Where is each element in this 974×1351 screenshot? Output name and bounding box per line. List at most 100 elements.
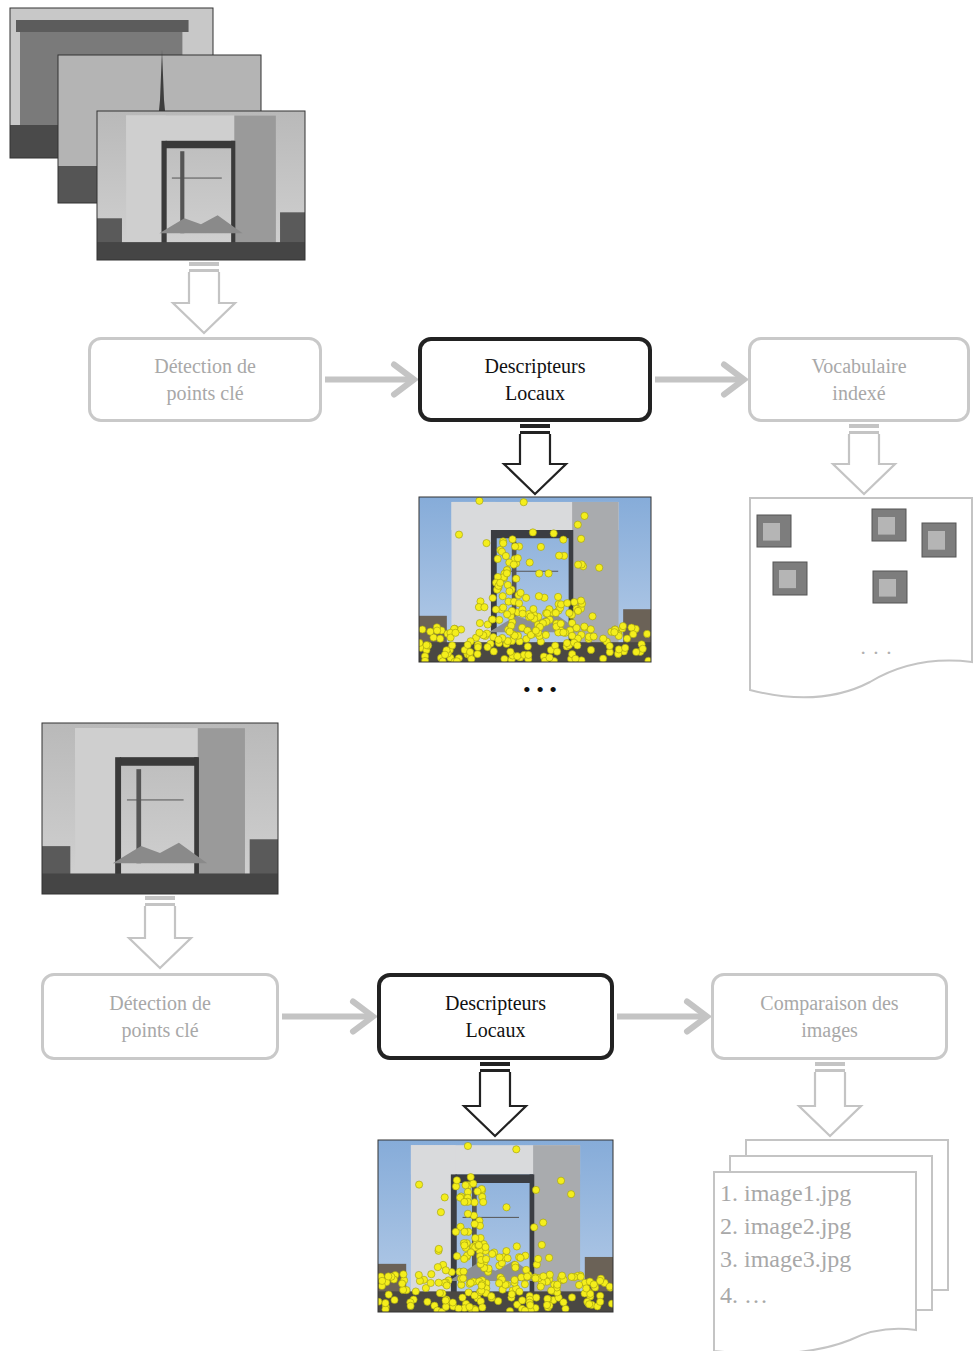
keypoint-dot [422, 657, 429, 662]
photo-content [42, 723, 278, 894]
keypoint-dot [611, 629, 618, 636]
connector-line [282, 1014, 373, 1020]
keypoint-dot [504, 1255, 511, 1262]
keypoint-dot [460, 1275, 467, 1282]
keypoint-dot [504, 611, 511, 618]
keypoint-dot [471, 1220, 478, 1227]
keypoint-dot [468, 656, 475, 663]
arrow-bar [849, 424, 879, 428]
keypoint-dot [519, 1297, 526, 1304]
keypoint-dot [526, 559, 533, 566]
keypoint-dot [521, 1281, 528, 1288]
keypoint-dot [496, 1254, 503, 1261]
keypoint-dot [633, 648, 640, 655]
keypoint-dot [524, 1273, 531, 1280]
keypoint-dot [489, 594, 496, 601]
keypoint-dot [427, 628, 434, 635]
keypoint-dot [590, 633, 597, 640]
patch-detail [878, 517, 895, 535]
keypoint-dot [482, 1244, 489, 1251]
keypoint-dot [489, 1250, 496, 1257]
keypoint-dot [552, 609, 559, 616]
keypoint-dot [512, 1264, 519, 1271]
hollow-arrow [504, 424, 566, 494]
keypoint-dot [461, 1255, 468, 1262]
patch-detail [763, 523, 780, 541]
keypoint-dot [496, 1280, 503, 1287]
photo-border [97, 111, 305, 260]
keypoint-dot [442, 1297, 449, 1304]
keypoint-dot [571, 599, 578, 606]
arch-left [75, 728, 120, 885]
arch-inner [194, 757, 199, 885]
keypoint-dot [532, 627, 539, 634]
keypoint-dot [560, 1299, 567, 1306]
arc-cornice [16, 20, 189, 32]
keypoint-dot [568, 1191, 575, 1198]
arrow-bar [520, 424, 550, 428]
patch-thumbnail [872, 509, 906, 541]
keypoint-dot [503, 570, 510, 577]
keypoint-dot [619, 623, 626, 630]
keypoint-dot [606, 642, 613, 649]
keypoint-dot [576, 1281, 583, 1288]
photo-content [97, 111, 305, 260]
keypoint-dot [568, 1273, 575, 1280]
keypoint-dot [474, 1188, 481, 1195]
arch-left [451, 502, 495, 654]
keypoint-dot [533, 1294, 540, 1301]
arch-inner [231, 141, 235, 253]
keypoint-dot [510, 561, 517, 568]
keypoint-dot [441, 651, 448, 658]
keypoint-dot [471, 1199, 478, 1206]
patch-thumbnail [773, 562, 807, 595]
tent [113, 843, 207, 864]
step-label: Vocabulaire indexé [784, 353, 934, 407]
hollow-arrow [799, 1062, 861, 1136]
arrow-body [129, 906, 191, 968]
arrow-head [724, 365, 744, 395]
keypoint-dot [483, 1255, 490, 1262]
keypoint-dot [455, 531, 462, 538]
ground [97, 242, 305, 260]
result-item: 2. image2.jpg [720, 1213, 851, 1240]
result-item: 1. image1.jpg [720, 1180, 851, 1207]
keypoint-dot [507, 648, 514, 655]
connector-line [617, 1014, 707, 1020]
document-stack [714, 1140, 948, 1351]
arch-left [126, 115, 166, 252]
keypoint-dot [500, 540, 507, 547]
keypoint-dot [464, 1142, 471, 1149]
connector-arrow [282, 1002, 373, 1032]
photo [42, 723, 278, 894]
keypoint-dot [461, 1242, 468, 1249]
keypoint-dot [517, 1254, 524, 1261]
keypoint-dot [382, 1300, 389, 1307]
ground [42, 873, 278, 894]
connector-line [325, 377, 414, 383]
keypoint-dot [490, 648, 497, 655]
photo-content [378, 1140, 613, 1312]
keypoint-dot [513, 575, 520, 582]
keypoint-dot [587, 626, 594, 633]
keypoint-dot [378, 1298, 382, 1305]
keypoint-dot [531, 1224, 538, 1231]
keypoint-dot [435, 1279, 442, 1286]
keypoint-dot [497, 579, 504, 586]
keypoint-dot [475, 1242, 482, 1249]
keypoint-dot [467, 1249, 474, 1256]
cable [127, 799, 184, 800]
keypoint-dot [532, 1275, 539, 1282]
keypoint-dot [554, 1281, 561, 1288]
keypoint-dot [523, 1266, 530, 1273]
keypoint-dot [455, 1305, 462, 1312]
arrow-bar [480, 1062, 510, 1066]
keypoint-dot [452, 629, 459, 636]
keypoint-dot [575, 561, 582, 568]
keypoint-dot [483, 540, 490, 547]
keypoint-dot [645, 657, 651, 662]
keypoint-dot [583, 1285, 590, 1292]
keypoint-dot [544, 610, 551, 617]
keypoint-dot [412, 1288, 419, 1295]
